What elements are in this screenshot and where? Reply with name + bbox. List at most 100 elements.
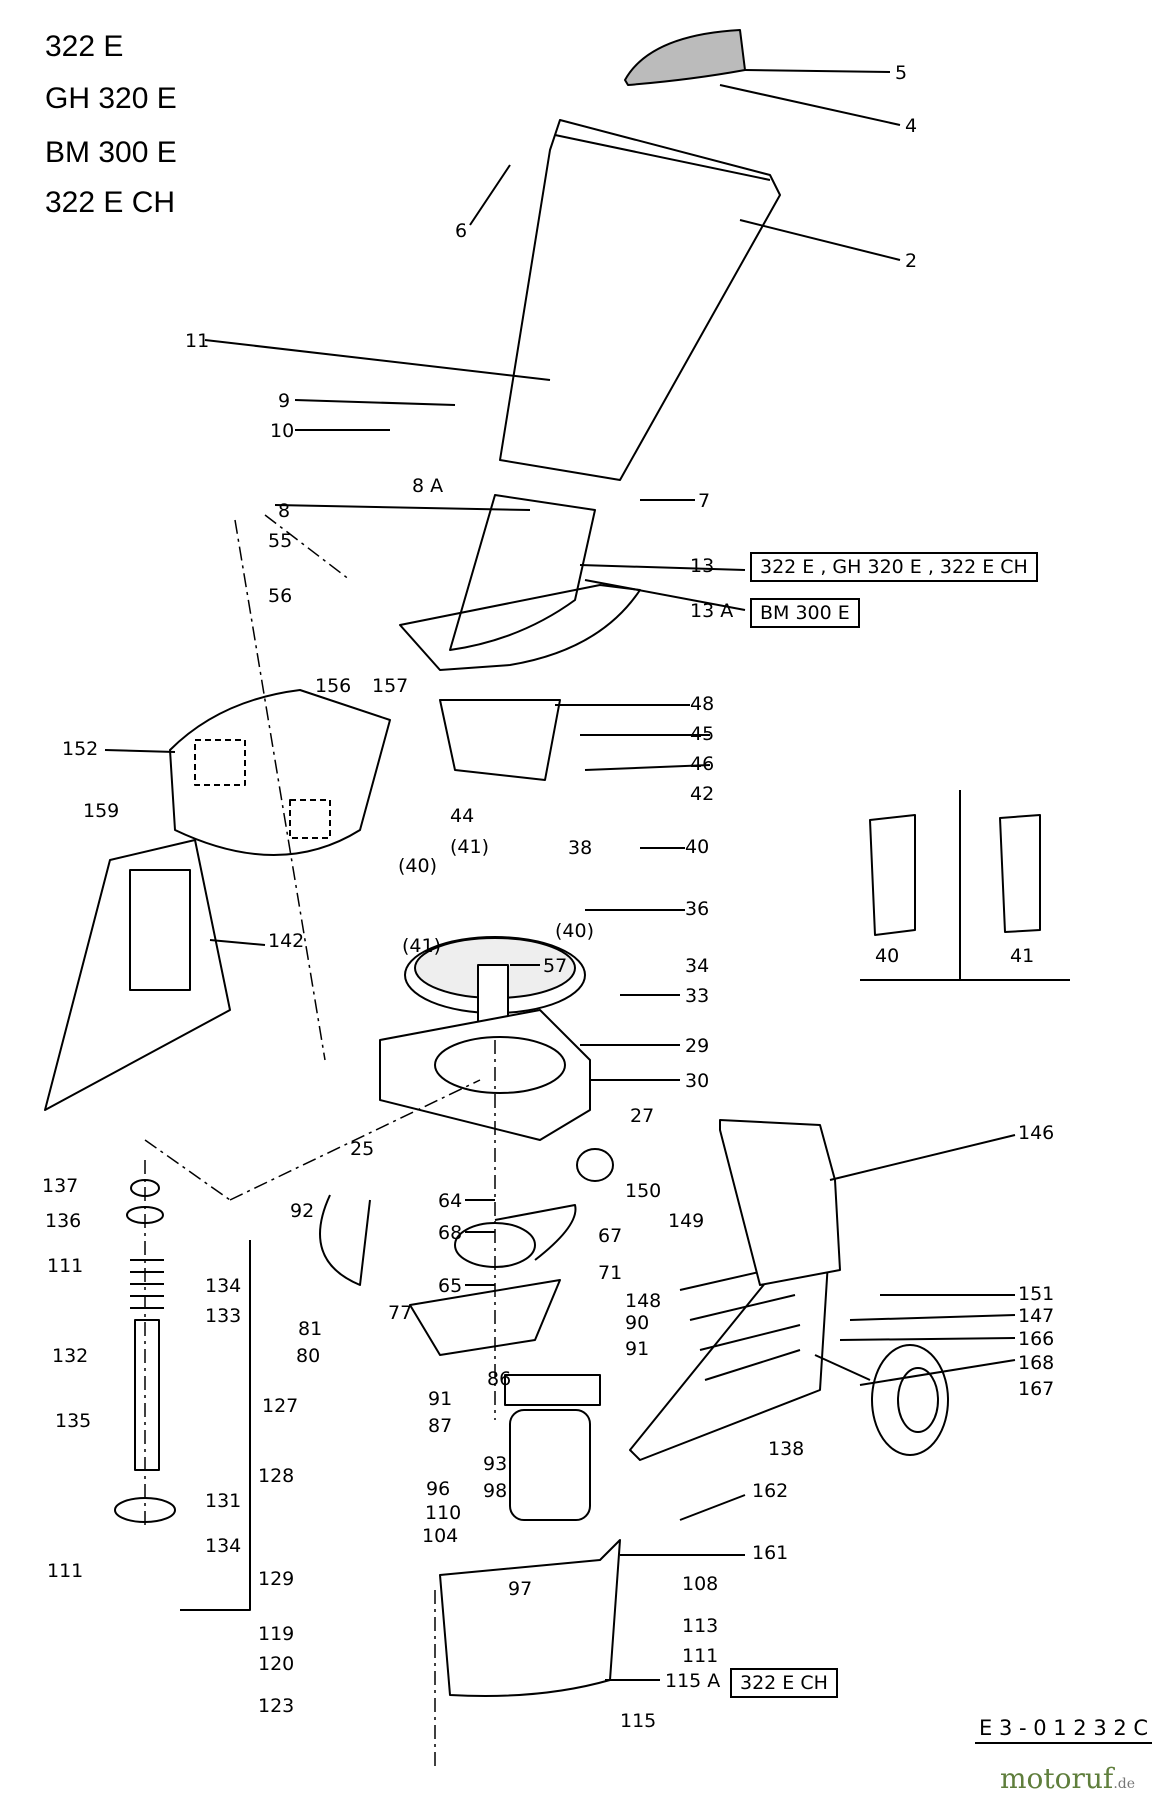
callout-161: 161: [752, 1542, 789, 1564]
callout-81: 81: [298, 1318, 323, 1340]
callout-142: 142: [268, 930, 305, 952]
callout-151: 151: [1018, 1283, 1055, 1305]
callout-30: 30: [685, 1070, 710, 1092]
variant-box-115a: 322 E CH: [730, 1668, 838, 1698]
drawing-code: E 3 - 0 1 2 3 2 C: [975, 1716, 1153, 1744]
callout-134-a: 134: [205, 1275, 242, 1297]
callout-67: 67: [598, 1225, 623, 1247]
callout-110: 110: [425, 1502, 462, 1524]
callout-128: 128: [258, 1465, 295, 1487]
callout-57: 57: [543, 955, 568, 977]
callout-10: 10: [270, 420, 295, 442]
inset-label-40: 40: [875, 945, 900, 967]
callout-156: 156: [315, 675, 352, 697]
callout-159: 159: [83, 800, 120, 822]
callout-7: 7: [698, 490, 711, 512]
callout-45: 45: [690, 723, 715, 745]
part-48-bracket: [439, 699, 561, 781]
callout-129: 129: [258, 1568, 295, 1590]
part-146-cover: [719, 1119, 841, 1286]
callout-90: 90: [625, 1312, 650, 1334]
callout-48: 48: [690, 693, 715, 715]
callout-13: 13: [690, 555, 715, 577]
callout-13a: 13 A: [690, 600, 734, 622]
inset-blade-40: [869, 814, 916, 936]
callout-147: 147: [1018, 1305, 1055, 1327]
callout-34: 34: [685, 955, 710, 977]
callout-40-lower: (40): [555, 920, 595, 942]
callout-131: 131: [205, 1490, 242, 1512]
callout-65: 65: [438, 1275, 463, 1297]
callout-135: 135: [55, 1410, 92, 1432]
callout-33: 33: [685, 985, 710, 1007]
callout-108: 108: [682, 1573, 719, 1595]
part-115-housing: [439, 1539, 621, 1697]
callout-146: 146: [1018, 1122, 1055, 1144]
brand-suffix: .de: [1113, 1776, 1136, 1792]
callout-41-lower: (41): [402, 935, 442, 957]
callout-93: 93: [483, 1453, 508, 1475]
part-5-cover: [624, 29, 746, 86]
callout-168: 168: [1018, 1352, 1055, 1374]
callout-91-b: 91: [428, 1388, 453, 1410]
callout-97: 97: [508, 1578, 533, 1600]
callout-91-a: 91: [625, 1338, 650, 1360]
callout-40-upper: (40): [398, 855, 438, 877]
callout-134-b: 134: [205, 1535, 242, 1557]
callout-80: 80: [296, 1345, 321, 1367]
callout-41-upper: (41): [450, 836, 490, 858]
part-132-spring: [130, 1259, 164, 1309]
callout-9: 9: [278, 390, 291, 412]
model-bm300e: BM 300 E: [45, 136, 177, 169]
callout-115: 115: [620, 1710, 657, 1732]
callout-27: 27: [630, 1105, 655, 1127]
callout-8: 8: [278, 500, 291, 522]
callout-64: 64: [438, 1190, 463, 1212]
callout-138: 138: [768, 1438, 805, 1460]
model-gh320e: GH 320 E: [45, 82, 177, 115]
part-30-housing: [379, 1009, 591, 1141]
inset-blade-41: [999, 814, 1041, 933]
part-plate: [399, 584, 641, 671]
brand-watermark: motoruf.de: [1000, 1762, 1135, 1795]
brand-name: motoruf: [1000, 1762, 1114, 1795]
part-2-hopper: [499, 119, 781, 481]
callout-44: 44: [450, 805, 475, 827]
callout-167: 167: [1018, 1378, 1055, 1400]
callout-157: 157: [372, 675, 409, 697]
callout-86: 86: [487, 1368, 512, 1390]
callout-133: 133: [205, 1305, 242, 1327]
callout-55: 55: [268, 530, 293, 552]
callout-98: 98: [483, 1480, 508, 1502]
callout-36: 36: [685, 898, 710, 920]
callout-40: 40: [685, 836, 710, 858]
callout-104: 104: [422, 1525, 459, 1547]
variant-box-13a: BM 300 E: [750, 598, 860, 628]
part-142-stand: [44, 839, 231, 1111]
part-77-plate: [409, 1279, 561, 1356]
callout-8a: 8 A: [412, 475, 444, 497]
callout-166: 166: [1018, 1328, 1055, 1350]
callout-96: 96: [426, 1478, 451, 1500]
callout-56: 56: [268, 585, 293, 607]
callout-148: 148: [625, 1290, 662, 1312]
callout-127: 127: [262, 1395, 299, 1417]
model-322ech: 322 E CH: [45, 186, 176, 219]
callout-123: 123: [258, 1695, 295, 1717]
callout-137: 137: [42, 1175, 79, 1197]
callout-11: 11: [185, 330, 210, 352]
callout-68: 68: [438, 1222, 463, 1244]
inset-label-41: 41: [1010, 945, 1035, 967]
callout-111-a: 111: [47, 1255, 84, 1277]
callout-38: 38: [568, 837, 593, 859]
callout-25: 25: [350, 1138, 375, 1160]
part-13-chute: [449, 494, 596, 651]
part-152-hood: [169, 689, 391, 856]
callout-119: 119: [258, 1623, 295, 1645]
callout-111-b: 111: [47, 1560, 84, 1582]
callout-42: 42: [690, 783, 715, 805]
callout-71: 71: [598, 1262, 623, 1284]
part-168-wheel: [871, 1344, 949, 1456]
callout-162: 162: [752, 1480, 789, 1502]
